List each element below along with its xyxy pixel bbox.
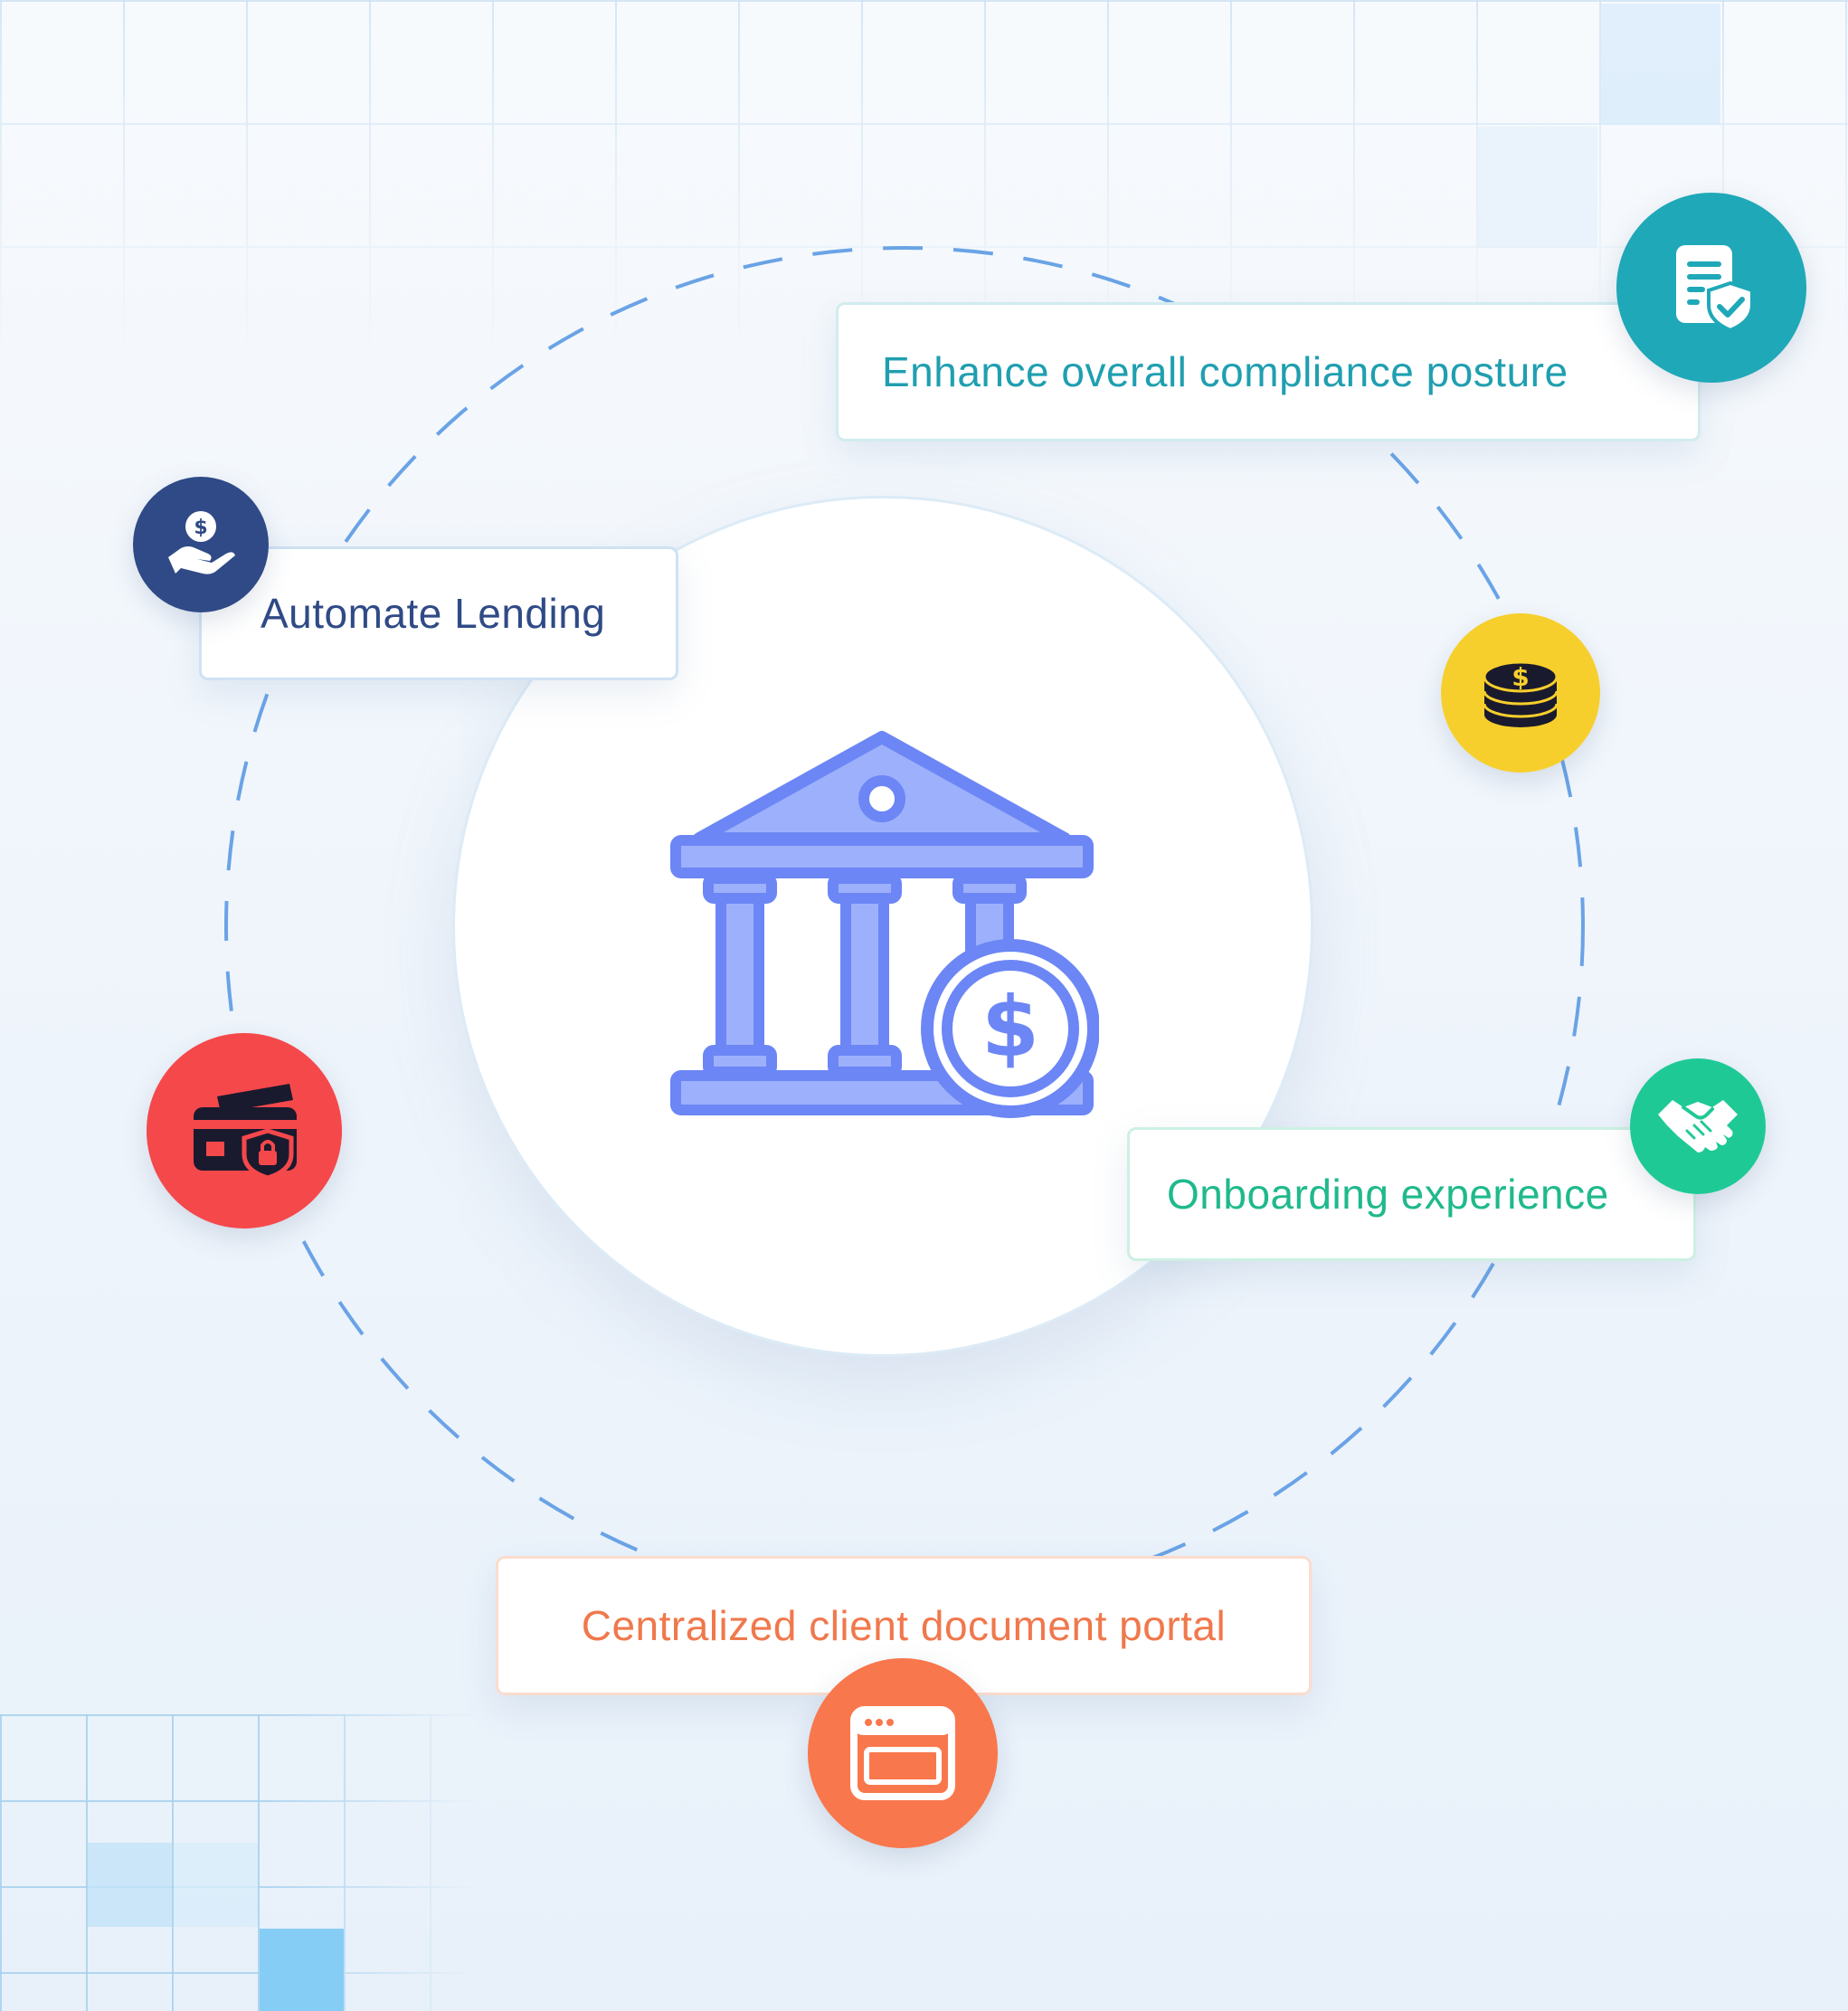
- onboarding-card: Onboarding experience: [1127, 1127, 1696, 1261]
- hand-dollar-icon: $: [133, 477, 269, 612]
- credit-card-lock-icon: [147, 1033, 342, 1228]
- background-tile: [1476, 127, 1597, 248]
- document-shield-icon: [1616, 193, 1806, 383]
- background-tile: [174, 1843, 258, 1927]
- onboarding-label: Onboarding experience: [1167, 1171, 1609, 1218]
- background-tile: [88, 1843, 172, 1927]
- automate-lending-label: Automate Lending: [261, 590, 606, 637]
- document-portal-card: Centralized client document portal: [496, 1556, 1312, 1695]
- handshake-icon: [1630, 1058, 1766, 1194]
- automate-lending-card: Automate Lending: [199, 546, 678, 680]
- document-portal-label: Centralized client document portal: [581, 1602, 1227, 1649]
- bank-dollar-icon: $: [670, 731, 1099, 1118]
- svg-text:$: $: [194, 517, 207, 539]
- background-tile: [1599, 4, 1720, 125]
- svg-text:$: $: [1512, 662, 1529, 692]
- svg-text:$: $: [981, 979, 1039, 1076]
- compliance-card: Enhance overall compliance posture: [836, 302, 1701, 441]
- compliance-label: Enhance overall compliance posture: [882, 348, 1568, 395]
- coin-stack-icon: $: [1441, 613, 1600, 773]
- browser-window-icon: [808, 1658, 998, 1848]
- background-tile: [260, 1929, 344, 2011]
